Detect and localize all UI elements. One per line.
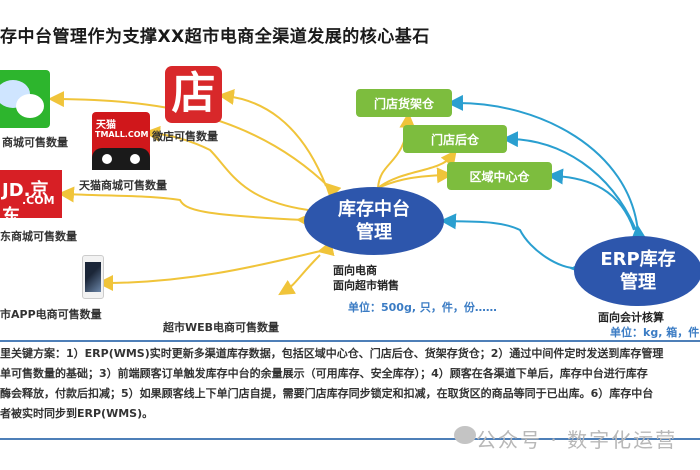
jd-logo-domain: .COM	[22, 194, 55, 207]
solution-line: 里关键方案：1）ERP(WMS)实时更新多渠道库存数据，包括区域中心仓、门店后仓…	[0, 347, 664, 360]
app-label: 市APP电商可售数量	[0, 308, 102, 321]
tmall-icon: 天猫 TMALL.COM	[92, 112, 150, 170]
jd-label: 东商城可售数量	[0, 230, 77, 243]
divider-top	[0, 340, 700, 342]
weidian-label: 微店可售数量	[152, 130, 218, 143]
wechat-icon	[0, 70, 50, 128]
watermark: 公众号 · 数字化运营	[476, 428, 678, 452]
erp-inventory-node: ERP库存 管理	[574, 236, 700, 306]
page-title: 存中台管理作为支撑XX超市电商全渠道发展的核心基石	[0, 27, 430, 47]
wechat-label: 商城可售数量	[2, 136, 68, 149]
solution-description: 里关键方案：1）ERP(WMS)实时更新多渠道库存数据，包括区域中心仓、门店后仓…	[0, 344, 700, 424]
erp-node-line1: ERP库存	[600, 248, 676, 270]
erp-node-unit: 单位：kg, 箱，件	[610, 326, 700, 339]
divider-bottom	[0, 438, 700, 440]
inventory-center-node: 库存中台 管理	[304, 187, 444, 255]
center-note-supermarket: 面向超市销售	[333, 279, 399, 292]
warehouse-regional-center: 区域中心仓	[447, 162, 552, 190]
solution-line: 者被实时同步到ERP(WMS)。	[0, 407, 154, 420]
weidian-icon: 店	[165, 66, 222, 123]
phone-icon	[82, 255, 104, 299]
warehouse-store-shelf: 门店货架仓	[356, 89, 452, 117]
tmall-label: 天猫商城可售数量	[79, 179, 167, 192]
wechat-watermark-icon	[454, 426, 476, 444]
center-node-line1: 库存中台	[338, 198, 410, 220]
center-node-notes: 面向电商 面向超市销售	[333, 263, 399, 293]
tmall-logo-domain: TMALL.COM	[95, 130, 149, 139]
center-node-unit: 单位：500g, 只，件，份……	[348, 301, 497, 314]
jd-logo-text: JD.京东	[2, 180, 49, 227]
solution-line: 单可售数量的基础；3）前端顾客订单触发库存中台的余量展示（可用库存、安全库存）；…	[0, 367, 648, 380]
tmall-logo-text: 天猫	[96, 120, 116, 131]
center-note-ecommerce: 面向电商	[333, 264, 377, 277]
center-node-line2: 管理	[356, 222, 392, 243]
jd-icon: JD.京东 .COM	[0, 170, 62, 227]
solution-line: 酶会释放，付款后扣减；5）如果顾客线上下单门店自提，需要门店库存同步锁定和扣减，…	[0, 387, 654, 400]
web-label: 超市WEB电商可售数量	[163, 321, 280, 334]
erp-node-note: 面向会计核算	[598, 311, 664, 324]
erp-node-line2: 管理	[619, 272, 656, 293]
warehouse-store-back: 门店后仓	[403, 125, 507, 153]
